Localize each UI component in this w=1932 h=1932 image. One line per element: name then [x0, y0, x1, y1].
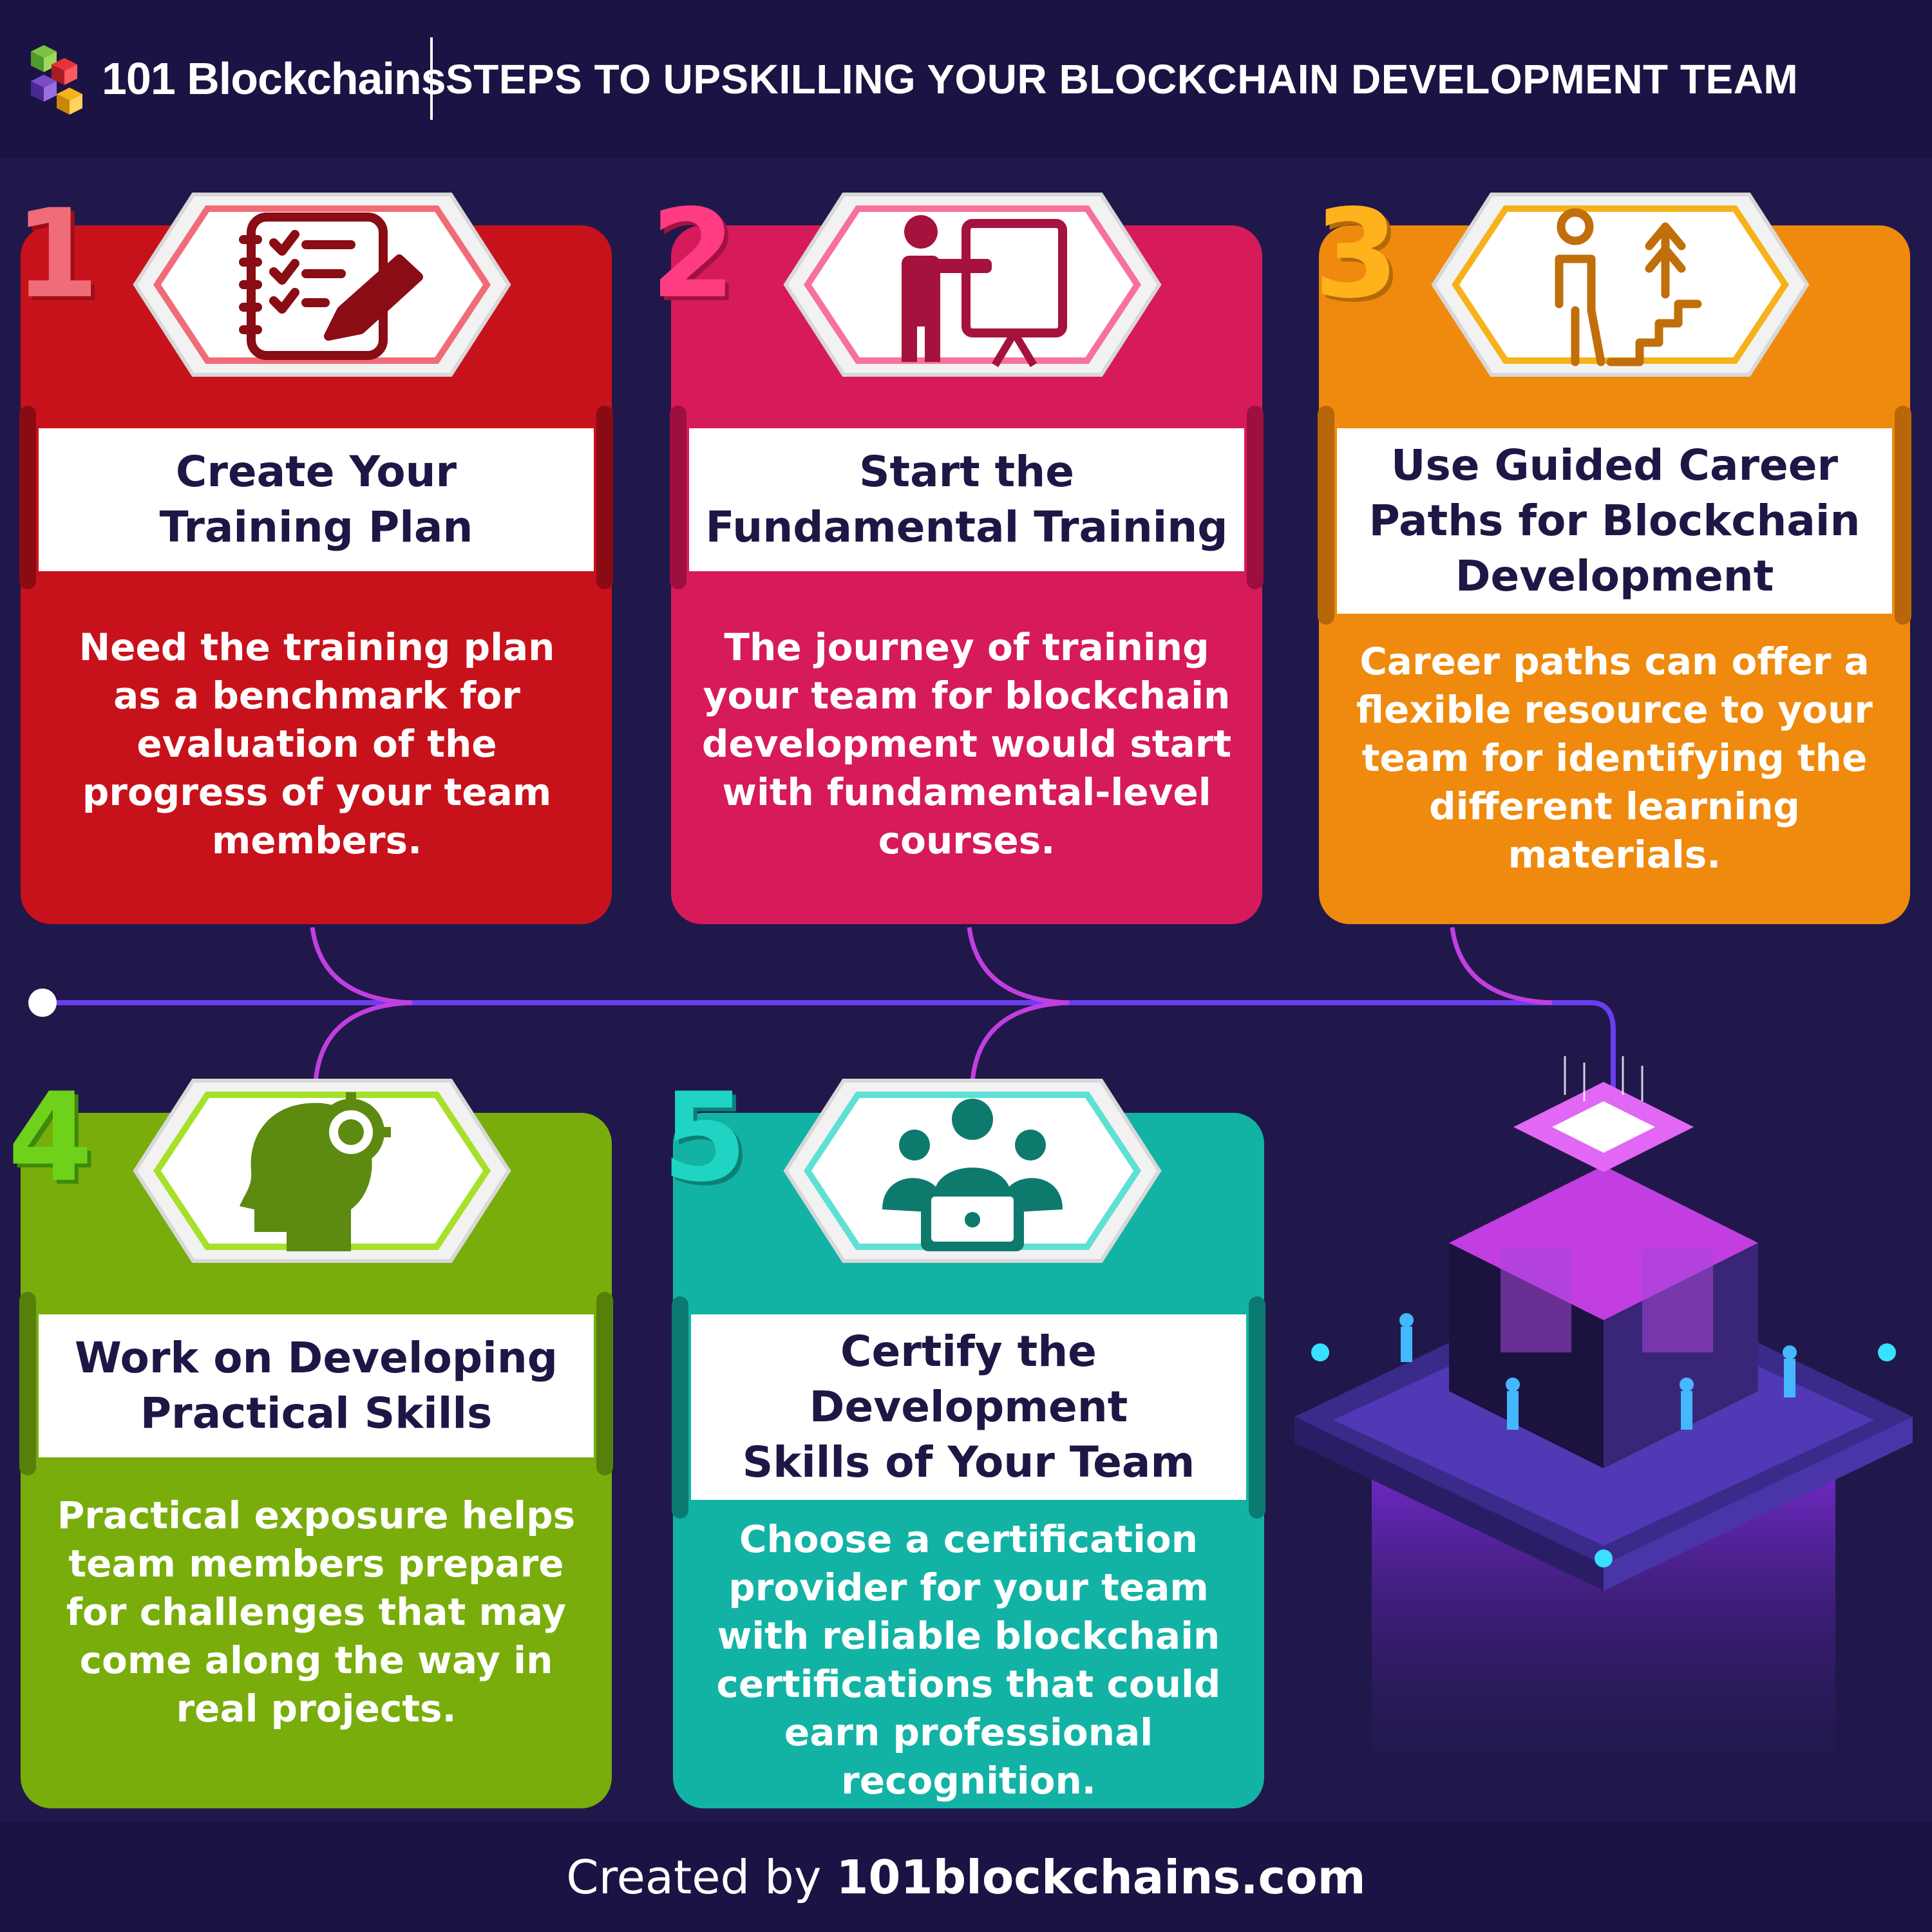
step-number: 2 — [650, 183, 736, 325]
hex-icon-frame — [1431, 193, 1810, 377]
team-laptop-icon — [882, 1099, 1063, 1251]
head-gear-icon — [240, 1092, 391, 1251]
header-bar: 101 Blockchains STEPS TO UPSKILLING YOUR… — [0, 0, 1932, 158]
card-tab-left — [672, 1296, 688, 1519]
step-title-line: Start the — [858, 447, 1074, 497]
card-tab-right — [1895, 406, 1911, 625]
page-title: STEPS TO UPSKILLING YOUR BLOCKCHAIN DEVE… — [446, 56, 1799, 102]
footer-credit: Created by 101blockchains.com — [0, 1823, 1932, 1932]
step-title-line: Development — [1455, 551, 1774, 601]
logo-cubes-icon — [31, 45, 82, 115]
step-title: Use Guided Career Paths for Blockchain D… — [1337, 428, 1892, 614]
step-title-line: Fundamental Training — [705, 502, 1228, 552]
step-title: Work on Developing Practical Skills — [39, 1314, 594, 1457]
card-tab-right — [596, 406, 613, 589]
footer-prefix: Created by — [566, 1850, 822, 1904]
step-description: The journey of training your team for bl… — [701, 625, 1232, 862]
presenter-board-icon — [902, 215, 1067, 368]
timeline-start-dot — [28, 989, 57, 1017]
step-number: 1 — [14, 183, 100, 325]
step-title-line: Training Plan — [159, 502, 473, 552]
card-tab-right — [1247, 406, 1264, 589]
step-description: Career paths can offer a flexible resour… — [1356, 639, 1873, 876]
career-stairs-icon — [1555, 208, 1702, 366]
hex-icon-frame — [133, 1079, 511, 1263]
hex-icon-frame — [133, 193, 511, 377]
card-tab-left — [1318, 406, 1334, 625]
step-card-5: Certify the Development Skills of Your T… — [672, 1113, 1265, 1808]
card-tab-left — [670, 406, 687, 589]
card-tab-left — [19, 1292, 36, 1475]
card-tab-right — [1249, 1296, 1265, 1519]
step-number: 5 — [662, 1066, 748, 1209]
step-title: Certify the Development Skills of Your T… — [691, 1314, 1246, 1500]
checklist-pencil-icon — [239, 213, 423, 360]
step-title-line: Practical Skills — [140, 1388, 493, 1438]
hex-icon-frame — [783, 1079, 1162, 1263]
step-title: Start the Fundamental Training — [689, 428, 1244, 571]
step-description: Choose a certification provider for your… — [716, 1517, 1221, 1803]
step-title-line: Create Your — [175, 447, 457, 497]
footer-bar: Created by 101blockchains.com — [0, 1823, 1932, 1932]
step-card-2: Start the Fundamental Training The journ… — [670, 225, 1264, 924]
step-title-line: Certify the — [840, 1327, 1097, 1376]
step-description: Practical exposure helps team members pr… — [57, 1493, 576, 1730]
step-title: Create Your Training Plan — [39, 428, 594, 571]
step-title-line: Development — [809, 1382, 1128, 1432]
step-description: Need the training plan as a benchmark fo… — [79, 625, 555, 862]
step-number: 3 — [1314, 183, 1399, 325]
footer-site-link[interactable]: 101blockchains.com — [836, 1850, 1366, 1904]
card-tab-left — [19, 406, 36, 589]
card-tab-right — [596, 1292, 613, 1475]
hex-icon-frame — [783, 193, 1162, 377]
step-title-line: Skills of Your Team — [742, 1437, 1195, 1487]
step-title-line: Use Guided Career — [1390, 440, 1839, 490]
brand-name: 101 Blockchains — [102, 53, 446, 104]
header-divider — [430, 37, 433, 120]
step-title-line: Paths for Blockchain — [1368, 496, 1861, 545]
step-title-line: Work on Developing — [75, 1333, 558, 1383]
step-number: 4 — [8, 1066, 93, 1209]
blockchain-server-illustration — [1294, 1056, 1913, 1797]
